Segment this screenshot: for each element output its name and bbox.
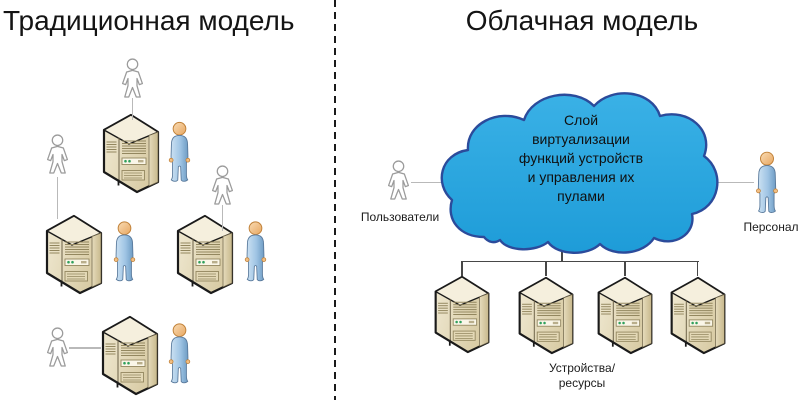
person-icon [754,151,780,214]
connector-line [56,177,58,219]
staff-label: Персонал [743,220,799,234]
cloud-label-line: Слой [563,112,599,128]
tree-bus-line [462,261,699,263]
tree-drop-line [545,261,547,276]
server-icon [596,275,654,355]
person-icon [243,220,268,283]
cloud-icon [436,72,726,257]
devices-label-line1: Устройства/ [548,361,616,375]
user-outline-icon [209,163,236,208]
user-outline-icon [119,56,146,101]
person-icon [167,120,192,184]
tree-stub-line [561,248,563,262]
left-panel-title: Традиционная модель [3,5,295,36]
user-outline-icon [44,325,71,370]
server-icon [669,275,727,355]
server-icon [433,274,491,354]
connector-line [411,182,443,184]
person-icon [112,220,137,283]
users-label: Пользователи [360,210,440,224]
user-outline-icon [44,132,71,177]
tree-drop-line [697,261,699,276]
connector-line [69,347,101,349]
cloud-label: Слой виртуализации функций устройств и у… [486,111,676,206]
cloud-label-line: и управления их [527,169,635,185]
devices-label: Устройства/ ресурсы [512,361,652,391]
server-icon [101,314,159,396]
devices-label-line2: ресурсы [558,376,606,390]
server-icon [102,112,160,194]
section-divider [334,0,336,400]
server-icon [517,275,575,355]
user-outline-icon [385,158,412,203]
server-icon [45,213,103,295]
person-icon [167,322,192,385]
tree-drop-line [624,261,626,276]
right-panel-title: Облачная модель [465,5,699,36]
cloud-label-line: пулами [557,188,605,204]
connector-line [713,182,754,184]
server-icon [176,213,234,295]
connector-line [221,205,224,231]
connector-line [131,98,133,120]
tree-drop-line [461,261,463,276]
cloud-label-line: функций устройств [518,150,644,166]
cloud-label-line: виртуализации [532,131,630,147]
